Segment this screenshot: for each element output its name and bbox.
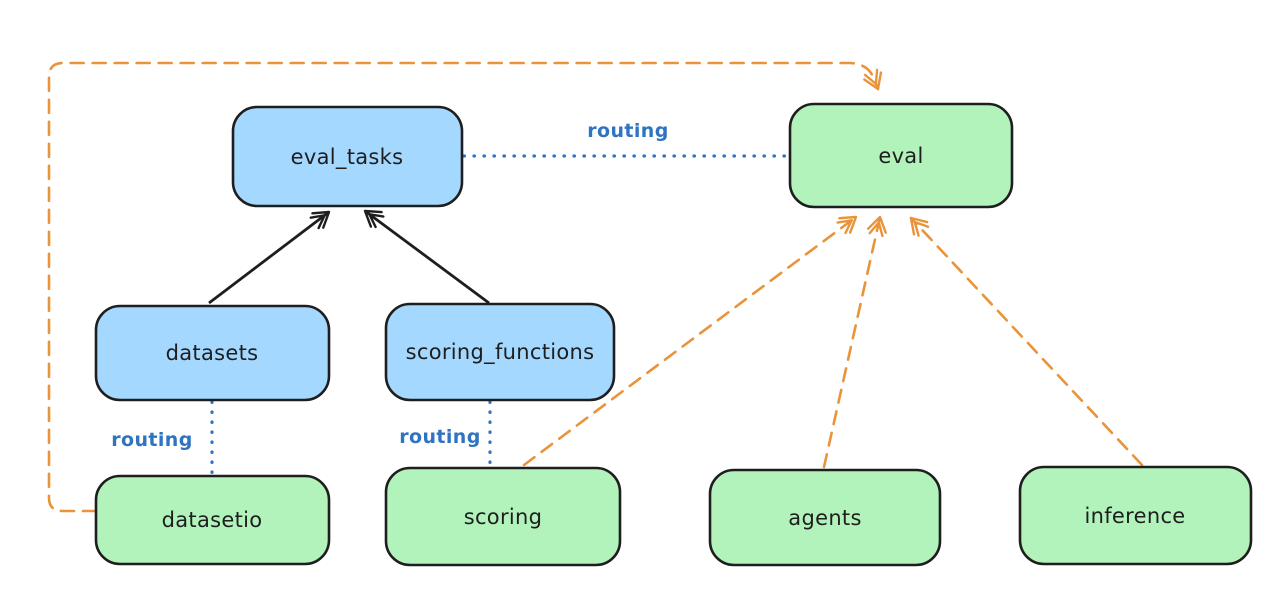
edge-datasets-to-eval-tasks bbox=[208, 210, 331, 305]
node-datasetio-label: datasetio bbox=[162, 508, 263, 532]
node-eval-tasks: eval_tasks bbox=[231, 105, 464, 208]
node-eval-tasks-label: eval_tasks bbox=[291, 145, 404, 170]
node-datasetio-box bbox=[94, 474, 331, 566]
routing-label-scoring-functions-scoring: routing bbox=[399, 426, 480, 448]
node-datasets-label: datasets bbox=[166, 341, 259, 365]
node-eval-box bbox=[788, 102, 1014, 209]
node-eval: eval bbox=[788, 102, 1014, 209]
node-scoring-functions-box bbox=[384, 302, 616, 402]
node-scoring-label: scoring bbox=[464, 505, 543, 529]
routing-label-datasets-datasetio: routing bbox=[111, 429, 192, 451]
node-scoring-functions-label: scoring_functions bbox=[406, 340, 595, 365]
edge-inference-to-eval bbox=[909, 216, 1144, 467]
edge-agents-to-eval bbox=[822, 215, 887, 469]
node-agents-box bbox=[708, 468, 942, 567]
node-datasetio: datasetio bbox=[94, 474, 331, 566]
node-datasets-box bbox=[94, 304, 331, 402]
edge-scoring-to-eval bbox=[522, 215, 858, 467]
edge-datasetio-to-eval bbox=[47, 61, 883, 513]
node-scoring-box bbox=[384, 466, 622, 567]
node-datasets: datasets bbox=[94, 304, 331, 402]
node-inference-label: inference bbox=[1084, 504, 1185, 528]
routing-label-eval-tasks-eval: routing bbox=[587, 120, 668, 142]
node-inference: inference bbox=[1018, 465, 1253, 566]
node-scoring-functions: scoring_functions bbox=[384, 302, 616, 402]
node-agents: agents bbox=[708, 468, 942, 567]
node-agents-label: agents bbox=[788, 506, 861, 530]
node-eval-label: eval bbox=[878, 144, 923, 168]
edge-scoring-functions-to-eval-tasks bbox=[363, 209, 490, 305]
node-inference-box bbox=[1018, 465, 1253, 566]
node-scoring: scoring bbox=[384, 466, 622, 567]
node-eval-tasks-box bbox=[231, 105, 464, 208]
